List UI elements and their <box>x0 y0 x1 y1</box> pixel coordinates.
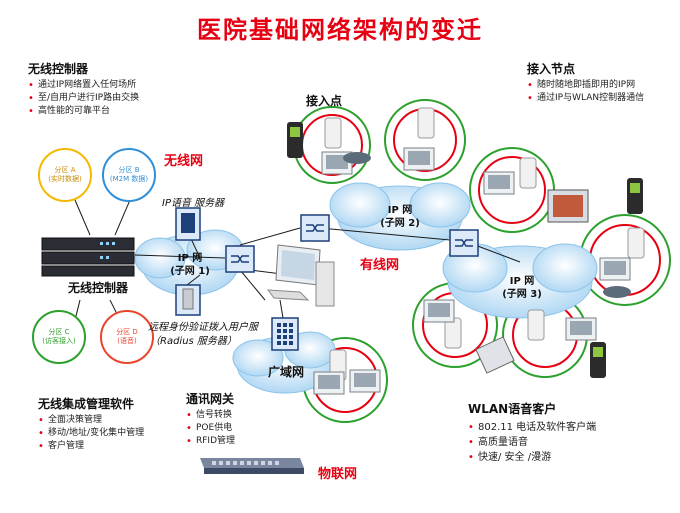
gateway-keypad-icon <box>271 317 299 351</box>
subnet-2-label: IP 网 (子网 2) <box>368 204 432 230</box>
list-item: 至/自用户进行IP路由交换 <box>28 92 139 105</box>
workstation-icon <box>266 244 335 307</box>
headsets <box>343 152 631 298</box>
wireless-controller-label: 无线控制器 <box>68 281 129 295</box>
page-title: 医院基础网络架构的变迁 <box>197 16 483 44</box>
gateway-info: 通讯网关 信号转换 POE供电 RFID管理 <box>186 390 235 448</box>
zone-d: 分区 D (语音) <box>100 310 154 364</box>
access-point-icon <box>527 309 545 341</box>
zone-a-desc: (实时数据) <box>48 175 82 183</box>
gateway-bullets: 信号转换 POE供电 RFID管理 <box>186 409 235 448</box>
subnet-1-name: IP 网 <box>177 253 203 264</box>
subnet-2-id: (子网 2) <box>380 218 420 229</box>
list-item: 随时随地即插即用的IP网 <box>527 79 644 92</box>
laptop-screens <box>318 151 626 389</box>
wlan-phone-icon <box>475 336 515 374</box>
access-point-icon <box>627 227 645 259</box>
zone-b-desc: (M2M 数据) <box>109 175 149 183</box>
access-point-icon <box>324 117 342 149</box>
wireless-controller-info: 无线控制器 通过IP网络置入任何场所 至/自用户进行IP路由交换 高性能的可靠平… <box>28 60 139 118</box>
management-software-heading: 无线集成管理软件 <box>38 397 135 411</box>
subnet-1-id: (子网 1) <box>170 266 210 277</box>
wired-net-label: 有线网 <box>360 258 400 273</box>
tablet-icon <box>547 189 589 223</box>
list-item: POE供电 <box>186 422 235 435</box>
list-item: 客户管理 <box>38 440 144 453</box>
zone-c-desc: (访客接入) <box>42 337 76 345</box>
access-node-info: 接入节点 随时随地即插即用的IP网 通过IP与WLAN控制器通信 <box>527 60 644 105</box>
network-switch-icon <box>200 458 304 474</box>
access-point-icon <box>417 107 435 139</box>
zone-c-name: 分区 C <box>48 328 70 336</box>
headset-icon <box>603 286 631 298</box>
routers <box>225 214 479 273</box>
coverage-ring <box>384 99 466 181</box>
list-item: 快速/ 安全 /漫游 <box>468 450 596 465</box>
wlan-voice-client-info: WLAN语音客户 802.11 电话及软件客户端 高质量语音 快速/ 安全 /漫… <box>468 400 596 465</box>
subnet-2-name: IP 网 <box>387 205 413 216</box>
zone-a-name: 分区 A <box>54 166 76 174</box>
ip-voice-server-icon <box>175 207 201 241</box>
list-item: 信号转换 <box>186 409 235 422</box>
wireless-controller-bullets: 通过IP网络置入任何场所 至/自用户进行IP路由交换 高性能的可靠平台 <box>28 79 139 118</box>
wan-label: 广域网 <box>268 365 305 379</box>
management-software-bullets: 全面决策管理 移动/地址/变化集中管理 客户管理 <box>38 414 144 453</box>
cloud-subnet-2 <box>329 182 471 251</box>
list-item: RFID管理 <box>186 435 235 448</box>
radius-server-sublabel: （Radius 服务器） <box>150 336 237 347</box>
wlan-voice-client-bullets: 802.11 电话及软件客户端 高质量语音 快速/ 安全 /漫游 <box>468 420 596 465</box>
gateway-heading: 通讯网关 <box>186 392 235 406</box>
zone-d-desc: (语音) <box>117 337 137 345</box>
access-node-bullets: 随时随地即插即用的IP网 通过IP与WLAN控制器通信 <box>527 79 644 105</box>
router-icon <box>300 214 330 242</box>
list-item: 高性能的可靠平台 <box>28 105 139 118</box>
wireless-net-label: 无线网 <box>164 154 204 169</box>
access-point-icon <box>519 157 537 189</box>
coverage-ring <box>478 156 546 224</box>
list-item: 通过IP与WLAN控制器通信 <box>527 92 644 105</box>
list-item: 高质量语音 <box>468 435 596 450</box>
management-software-info: 无线集成管理软件 全面决策管理 移动/地址/变化集中管理 客户管理 <box>38 395 144 453</box>
access-point-label: 接入点 <box>306 94 343 108</box>
ip-voice-server-label: IP语音 服务器 <box>162 198 225 209</box>
wlan-voice-client-heading: WLAN语音客户 <box>468 402 557 416</box>
wireless-controller-heading: 无线控制器 <box>28 62 89 76</box>
subnet-3-id: (子网 3) <box>502 289 542 300</box>
access-node-heading: 接入节点 <box>527 62 576 76</box>
zone-c: 分区 C (访客接入) <box>32 310 86 364</box>
router-icon <box>225 245 255 273</box>
subnet-3-name: IP 网 <box>509 276 535 287</box>
controller-hardware-icon <box>41 237 135 277</box>
list-item: 802.11 电话及软件客户端 <box>468 420 596 435</box>
list-item: 全面决策管理 <box>38 414 144 427</box>
zone-b: 分区 B (M2M 数据) <box>102 148 156 202</box>
zone-b-name: 分区 B <box>118 166 140 174</box>
radius-server-icon <box>175 284 201 316</box>
radius-server-label: 远程身份验证拨入用户服 <box>148 322 258 333</box>
router-icon <box>449 229 479 257</box>
headset-icon <box>343 152 371 164</box>
subnet-3-label: IP 网 (子网 3) <box>490 275 554 301</box>
list-item: 移动/地址/变化集中管理 <box>38 427 144 440</box>
iot-net-label: 物联网 <box>318 467 358 482</box>
subnet-1-label: IP 网 (子网 1) <box>160 252 220 278</box>
zone-a: 分区 A (实时数据) <box>38 148 92 202</box>
list-item: 通过IP网络置入任何场所 <box>28 79 139 92</box>
zone-d-name: 分区 D <box>116 328 138 336</box>
